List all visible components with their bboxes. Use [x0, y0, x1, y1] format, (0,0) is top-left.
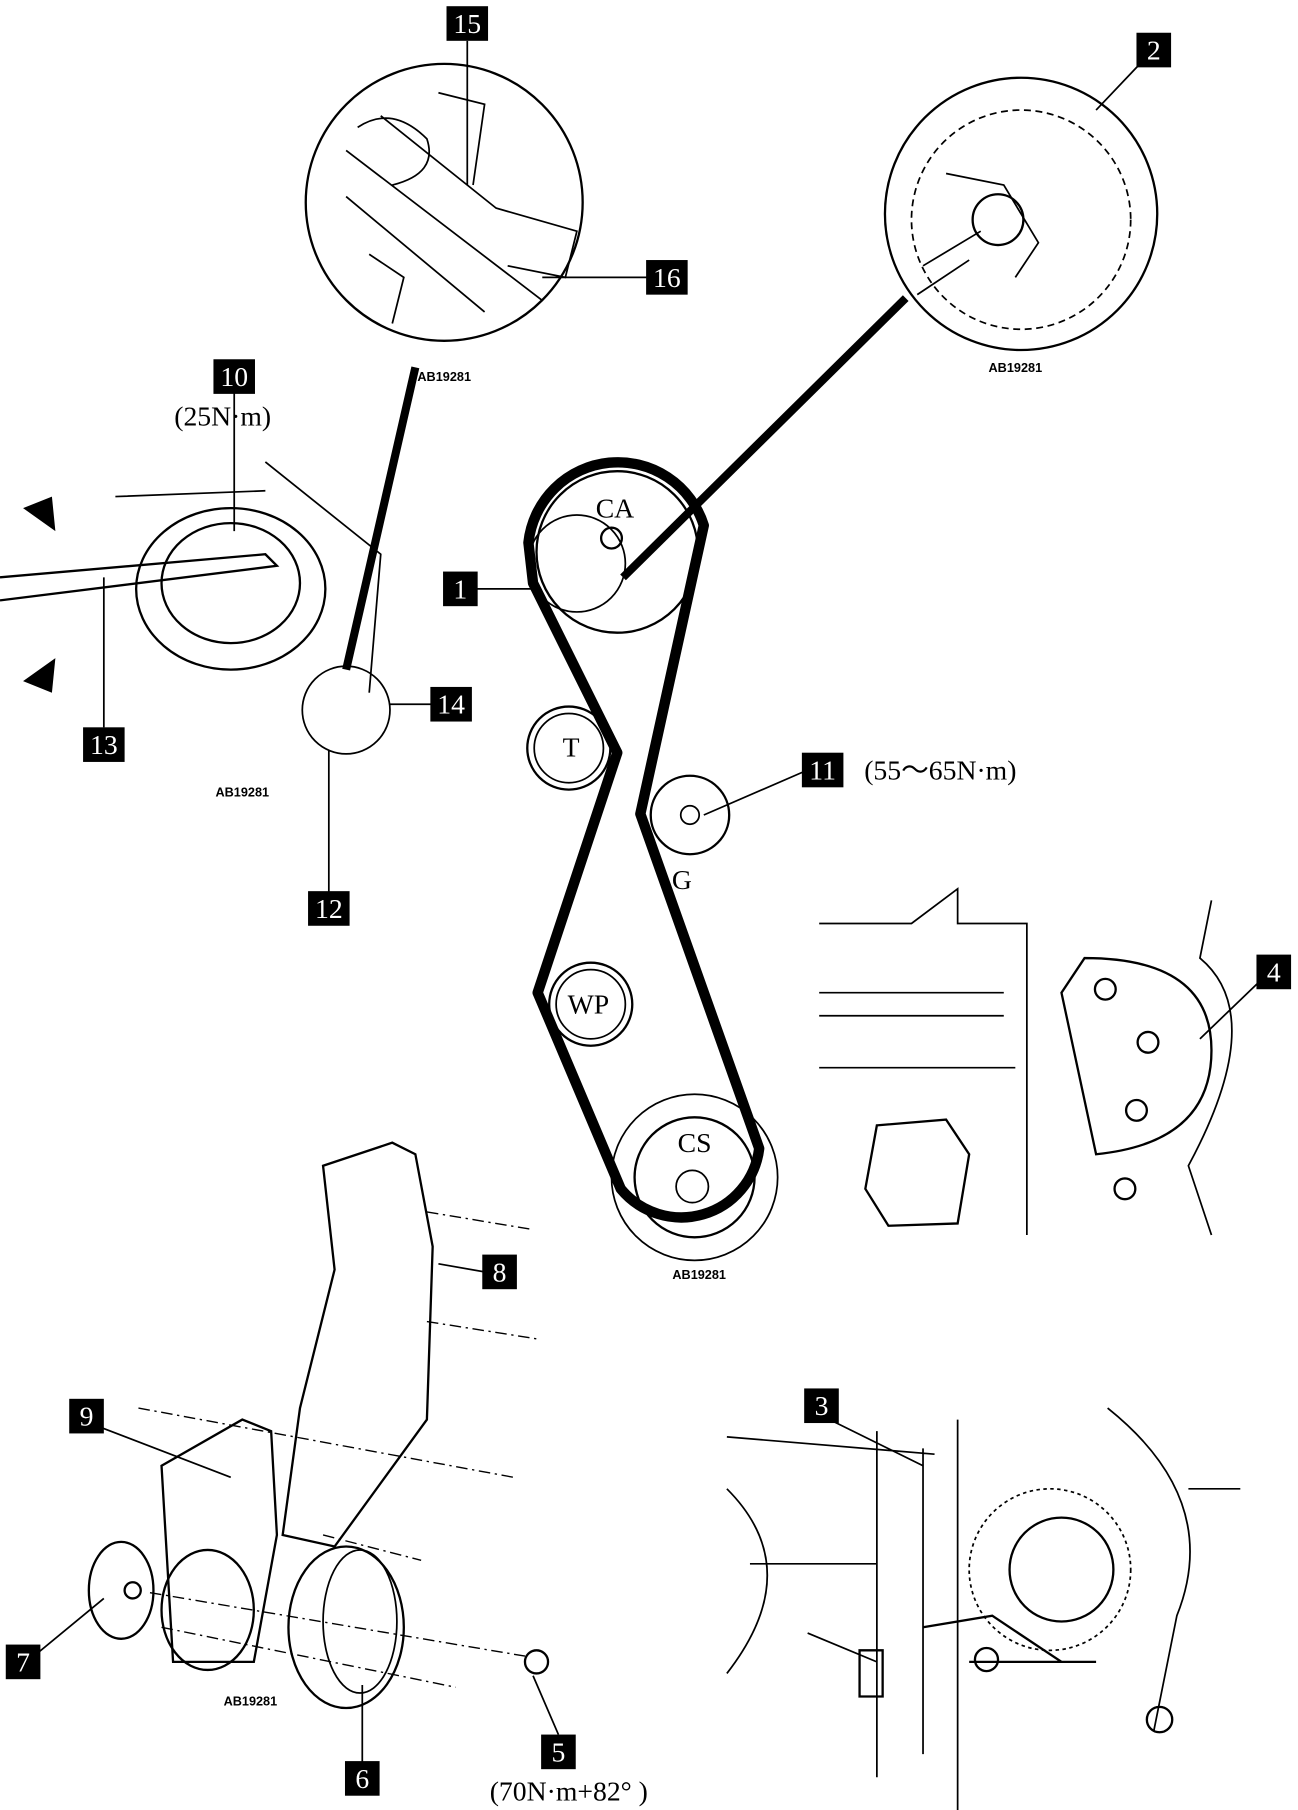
svg-text:13: 13	[90, 729, 118, 760]
svg-text:14: 14	[437, 689, 465, 720]
callout-10: 10	[213, 359, 255, 394]
svg-text:1: 1	[453, 573, 467, 604]
svg-text:8: 8	[493, 1256, 507, 1287]
callout-7: 7	[5, 1644, 41, 1680]
figure-code: AB19281	[417, 370, 471, 384]
callout-16: 16	[646, 260, 688, 295]
detail-flywheel-lock	[819, 887, 1233, 1236]
torque-spec-5: (70N·m+82° )	[490, 1776, 648, 1807]
rotation-arrow-icon	[23, 496, 56, 693]
figure-code: AB19281	[989, 361, 1043, 375]
svg-text:11: 11	[809, 755, 836, 786]
detail-locking-tool: AB19281	[304, 62, 584, 384]
torque-spec-11: (55～65N·m)	[864, 755, 1016, 786]
pulley-label-g: G	[672, 864, 692, 895]
svg-text:3: 3	[815, 1390, 829, 1421]
callout-5: 5	[541, 1734, 576, 1770]
svg-text:4: 4	[1267, 956, 1281, 987]
svg-text:12: 12	[315, 893, 343, 924]
callout-1: 1	[443, 571, 478, 607]
belt-layout: CA T G WP CS AB19281	[523, 457, 779, 1282]
svg-text:5: 5	[552, 1736, 566, 1767]
detail-timing-covers: AB19281	[87, 1141, 550, 1710]
pulley-label-wp: WP	[568, 989, 610, 1020]
pulley-label-cs: CS	[678, 1127, 712, 1158]
callout-13: 13	[83, 727, 125, 762]
svg-text:10: 10	[220, 361, 248, 392]
callout-8: 8	[482, 1254, 517, 1290]
figure-code: AB19281	[215, 786, 269, 800]
figure-code: AB19281	[224, 1695, 278, 1709]
torque-spec-10: (25N·m)	[174, 400, 271, 431]
callout-14: 14	[430, 686, 472, 722]
detail-crank-pulley: AB19281	[0, 461, 391, 800]
callout-15: 15	[446, 6, 489, 41]
svg-text:15: 15	[453, 8, 481, 39]
svg-text:6: 6	[355, 1763, 369, 1794]
pulley-label-ca: CA	[596, 493, 634, 524]
callout-9: 9	[69, 1398, 104, 1434]
svg-text:16: 16	[653, 262, 681, 293]
callout-3: 3	[804, 1388, 839, 1424]
svg-text:7: 7	[16, 1646, 30, 1677]
svg-text:9: 9	[80, 1401, 94, 1432]
callout-2: 2	[1136, 32, 1172, 68]
timing-belt	[523, 457, 765, 1223]
callout-11: 11	[801, 752, 844, 788]
detail-camshaft-sprocket: AB19281	[883, 76, 1159, 375]
detail-crank-lock	[726, 1407, 1241, 1810]
figure-code: AB19281	[672, 1268, 726, 1282]
callout-4: 4	[1256, 954, 1292, 990]
callout-12: 12	[308, 891, 350, 926]
svg-text:2: 2	[1147, 35, 1161, 66]
callout-6: 6	[344, 1761, 380, 1796]
pulley-label-t: T	[563, 731, 580, 762]
